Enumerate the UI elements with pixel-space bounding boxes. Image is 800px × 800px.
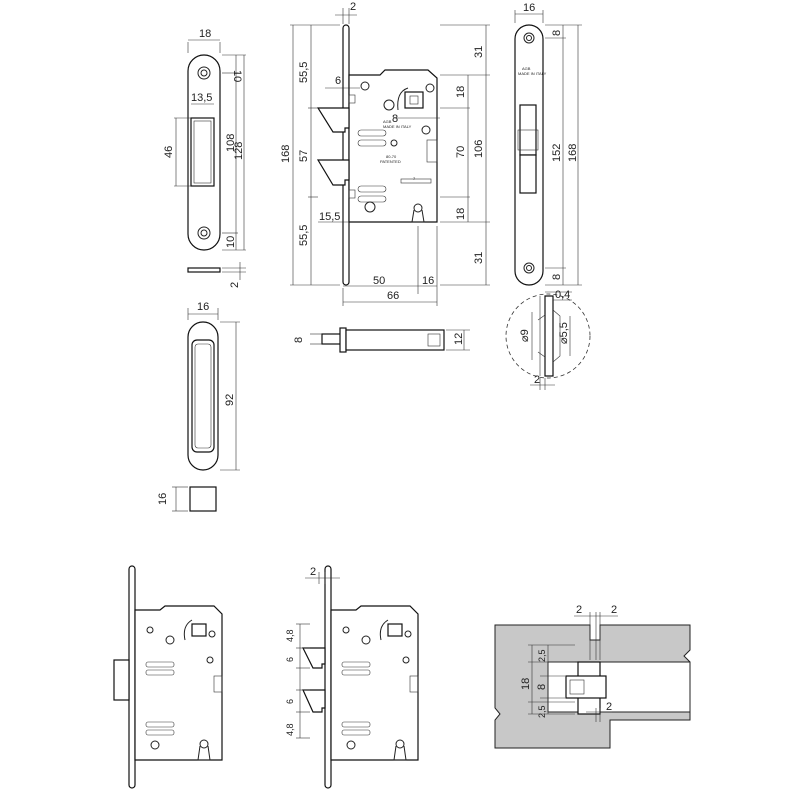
- install-gap-bottom-label: 2,5: [537, 705, 547, 718]
- variant-a2-label: 6: [285, 657, 295, 662]
- lock-bottom-height-label: 55,5: [298, 225, 310, 246]
- strike-total-height-label: 128: [233, 142, 245, 160]
- strike-cutout-width-label: 13,5: [191, 92, 212, 104]
- lock-backset-label: 50: [373, 275, 385, 287]
- install-top-right-label: 2: [611, 604, 617, 616]
- strike-thickness-label: 2: [229, 282, 241, 288]
- lock-top-height-label: 55,5: [298, 62, 310, 83]
- detail-inner-dia-label: ⌀5,5: [558, 322, 570, 344]
- detail-offset-label: 0,4: [555, 289, 570, 301]
- lock-body-drawing: AGB MADE IN ITALY 80-70 PATENTED 7 2 168…: [280, 1, 490, 306]
- lock-model-text: 80-70: [386, 154, 397, 159]
- faceplate-made-in-text: MADE IN ITALY: [518, 71, 547, 76]
- strike-bottom-offset-label: 10: [225, 236, 237, 248]
- faceplate-drawing: AGB MADE IN ITALY 16 8 152 168 8: [514, 2, 582, 286]
- install-center-label: 8: [536, 684, 548, 690]
- strike-top-offset-label: 10: [231, 70, 243, 82]
- faceplate-width-label: 16: [523, 2, 535, 14]
- detail-thickness-label: 2: [534, 374, 540, 386]
- install-right-label: 2: [606, 701, 612, 713]
- lock-right-106-label: 106: [473, 140, 485, 158]
- lock-middle-label: 57: [298, 150, 310, 162]
- faceplate-bottom-label: 8: [551, 274, 563, 280]
- install-height-label: 18: [520, 678, 532, 690]
- magnet-width-label: 16: [197, 301, 209, 313]
- lock-body-depth-label: 66: [387, 290, 399, 302]
- lock-variant-b: 2 4,8 6 6 4,8: [285, 565, 419, 789]
- variant-a4-label: 4,8: [285, 723, 295, 736]
- lock-faceplate-thickness-label: 2: [350, 1, 356, 13]
- install-gap-top-label: 2,5: [537, 649, 547, 662]
- strike-plate-drawing: 18 13,5 46 10 108 128 10 2: [163, 28, 246, 288]
- lock-right-bottom-label: 31: [473, 252, 485, 264]
- lock-mark-text: 7: [413, 176, 416, 181]
- install-top-left-label: 2: [576, 604, 582, 616]
- lock-right-18-bottom-label: 18: [455, 208, 467, 220]
- lock-height-total-label: 168: [280, 145, 292, 163]
- magnet-cap-label: 16: [157, 493, 169, 505]
- strike-cutout-height-label: 46: [163, 146, 175, 158]
- strike-width-label: 18: [199, 28, 211, 40]
- faceplate-brand-text: AGB: [522, 66, 531, 71]
- installation-section: 2 2 2,5 18 8 2,5 2: [494, 604, 691, 749]
- variant-top-label: 2: [310, 566, 316, 578]
- strike-hole-spacing-label: 108: [225, 134, 237, 152]
- lock-made-in-text: MADE IN ITALY: [383, 124, 412, 129]
- side-left-label: 8: [293, 337, 305, 343]
- side-right-label: 12: [453, 333, 465, 345]
- lock-patented-text: PATENTED: [380, 159, 401, 164]
- detail-view: 0,4 ⌀9 ⌀5,5 2: [505, 289, 591, 390]
- lock-right-18-top-label: 18: [455, 86, 467, 98]
- magnet-strike-drawing: 16 92 16: [157, 301, 240, 512]
- lock-brand-text: AGB: [383, 119, 392, 124]
- lock-tongue-offset-label: 15,5: [319, 211, 340, 223]
- variant-a3-label: 6: [285, 699, 295, 704]
- faceplate-total-label: 168: [567, 144, 579, 162]
- lock-variant-a: [113, 565, 223, 789]
- detail-outer-dia-label: ⌀9: [519, 329, 531, 342]
- latch-side-view: 8 12: [293, 327, 470, 353]
- lock-right-70-label: 70: [455, 146, 467, 158]
- lock-spindle-label: 8: [392, 113, 398, 125]
- lock-latch-offset-label: 6: [335, 75, 341, 87]
- lock-right-top-label: 31: [473, 46, 485, 58]
- magnet-height-label: 92: [224, 394, 236, 406]
- faceplate-inner-label: 152: [551, 144, 563, 162]
- lock-rear-label: 16: [422, 275, 434, 287]
- variant-a1-label: 4,8: [285, 629, 295, 642]
- faceplate-top-label: 8: [551, 30, 563, 36]
